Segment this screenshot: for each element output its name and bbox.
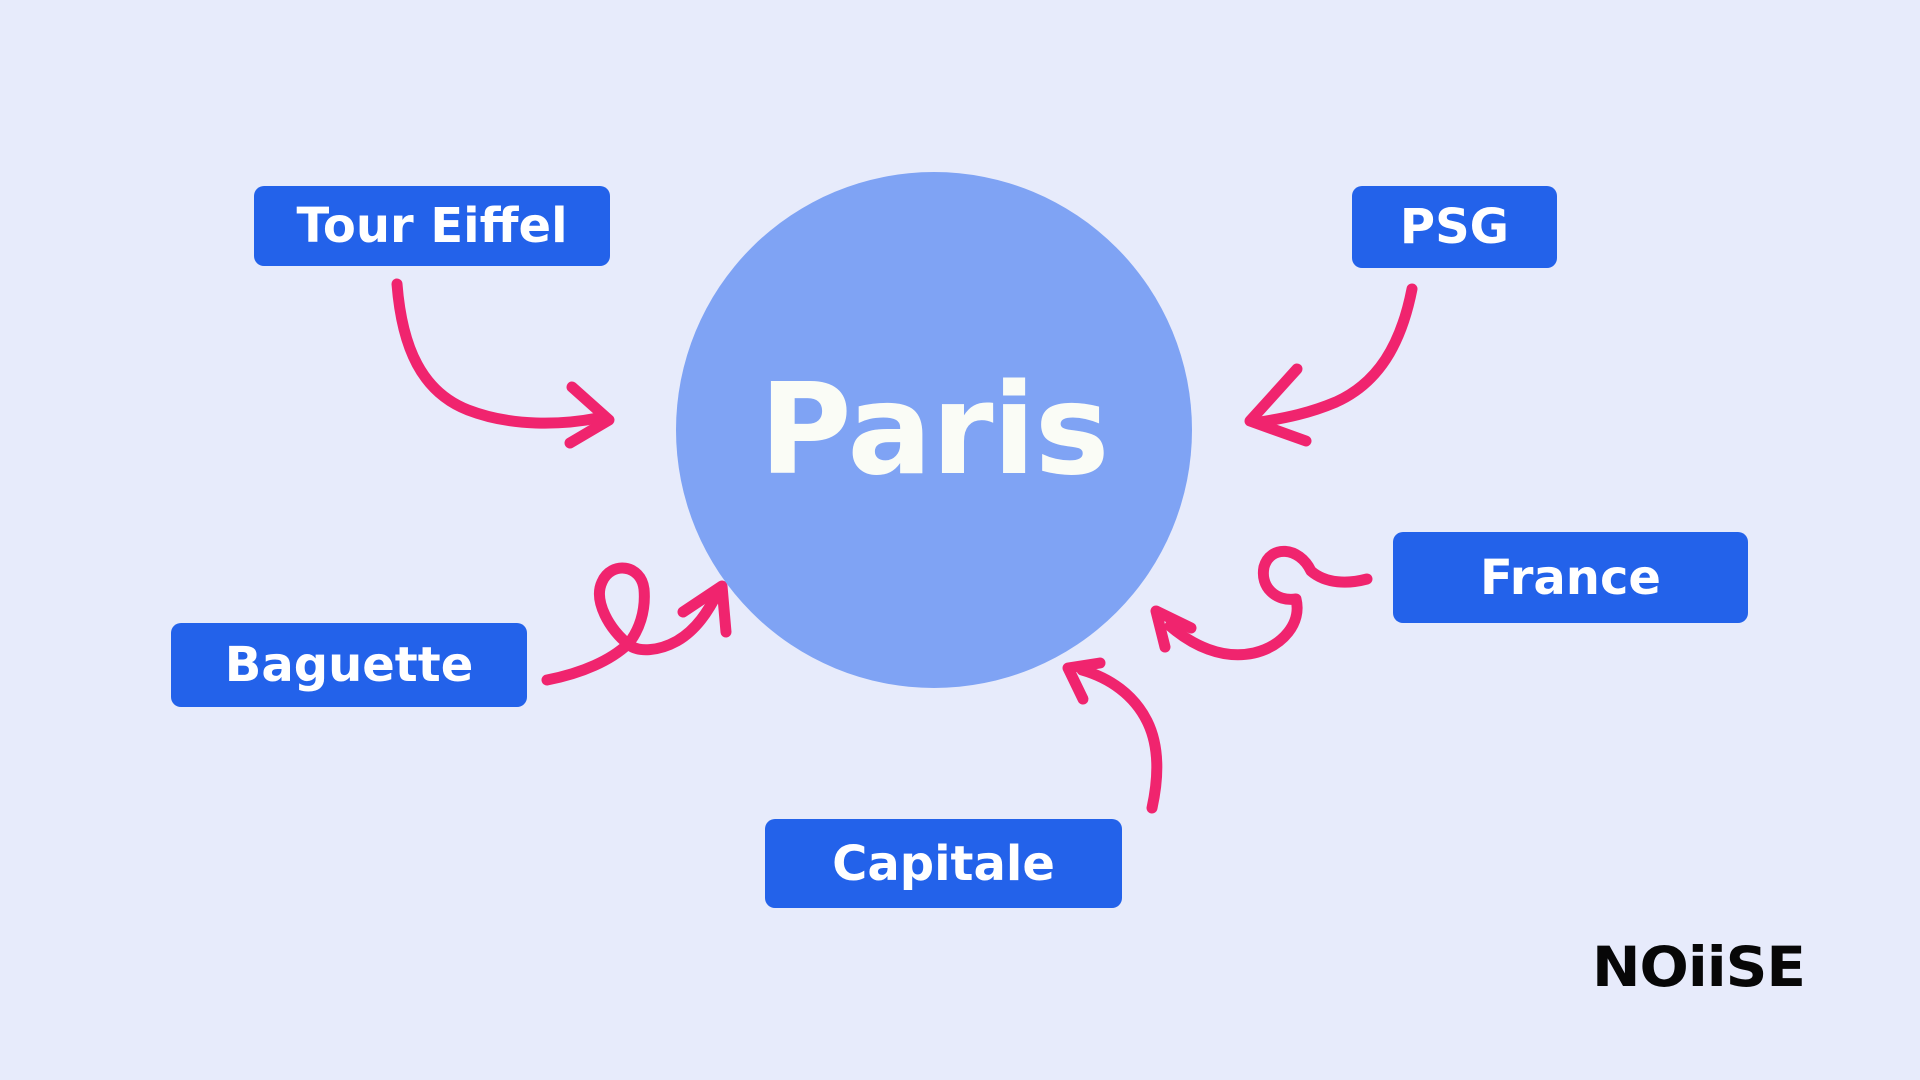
label-psg-text: PSG [1399, 199, 1510, 255]
label-baguette-text: Baguette [224, 637, 474, 693]
paris-center-node: Paris [676, 172, 1192, 688]
label-france: France [1393, 532, 1748, 623]
arrow-baguette-to-paris [541, 562, 732, 686]
label-capitale-text: Capitale [832, 835, 1055, 892]
label-capitale: Capitale [765, 819, 1122, 908]
label-psg: PSG [1352, 186, 1557, 268]
arrow-capitale-to-paris [1062, 657, 1163, 814]
arrowhead-icon [564, 381, 615, 449]
noiise-logo: NOiiSE [1592, 939, 1806, 994]
paris-center-label: Paris [759, 356, 1109, 503]
arrow-tour-eiffel-to-paris [391, 278, 615, 449]
label-tour-eiffel: Tour Eiffel [254, 186, 610, 266]
arrowhead-icon [1244, 363, 1312, 447]
label-baguette: Baguette [171, 623, 527, 707]
label-tour-eiffel-text: Tour Eiffel [296, 198, 568, 254]
arrow-psg-to-paris [1244, 283, 1418, 447]
arrowhead-icon [1150, 605, 1197, 653]
arrow-france-to-paris [1150, 545, 1373, 661]
arrowhead-icon [677, 580, 732, 638]
noiise-logo-text: NOiiSE [1592, 934, 1806, 1000]
label-france-text: France [1480, 549, 1661, 606]
arrowhead-icon [1062, 657, 1106, 705]
